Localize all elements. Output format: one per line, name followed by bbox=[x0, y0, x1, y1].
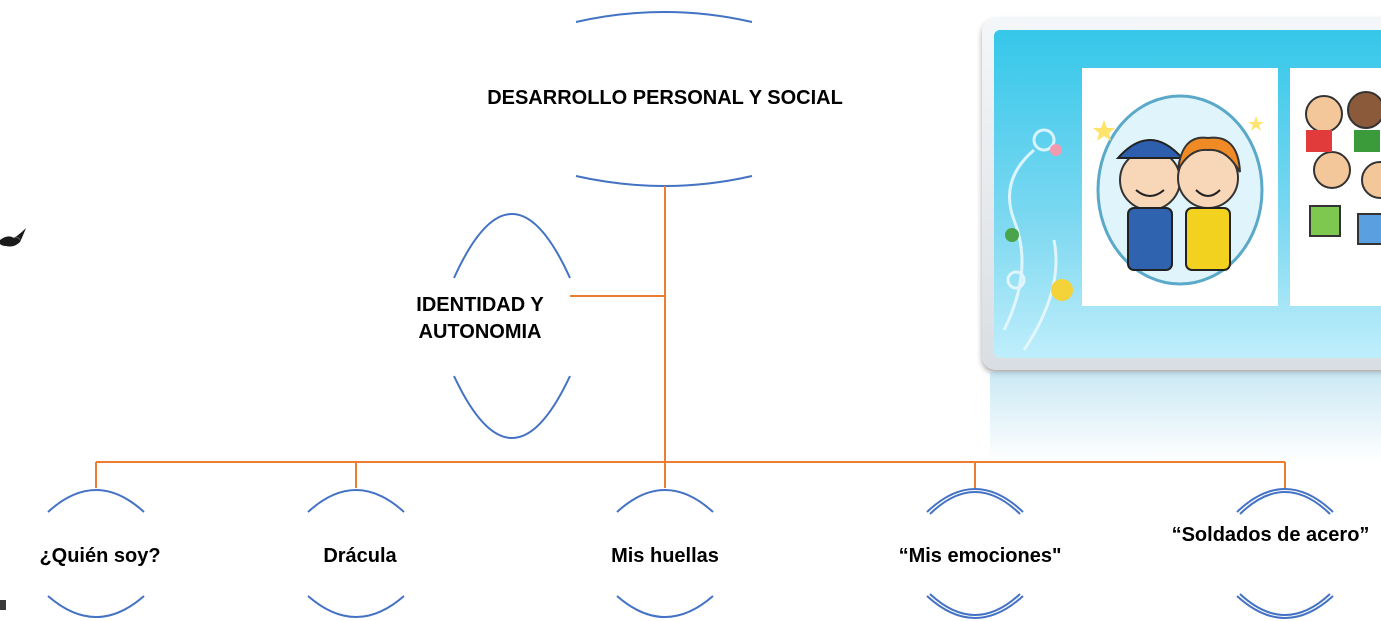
corner-fragment bbox=[0, 600, 6, 610]
activity-label-quien-soy: ¿Quién soy? bbox=[39, 545, 161, 567]
activity-label-mis-emociones: “Mis emociones" bbox=[898, 545, 1062, 567]
bird-fragment-icon bbox=[0, 228, 26, 247]
activity-4-bottom-arc-inner bbox=[1239, 593, 1331, 616]
activity-4-top-arc-inner bbox=[1239, 491, 1331, 515]
branch-node-label-line2: AUTONOMIA bbox=[418, 321, 542, 343]
activity-4-bottom-arc bbox=[1236, 595, 1334, 619]
activity-label-mis-huellas: Mis huellas bbox=[611, 545, 719, 567]
activity-3-bottom-arc-inner bbox=[929, 593, 1021, 616]
connector-lines bbox=[95, 186, 1286, 488]
root-bottom-arc bbox=[575, 175, 753, 187]
root-node-label: DESARROLLO PERSONAL Y SOCIAL bbox=[487, 87, 843, 109]
activity-0-top-arc bbox=[47, 489, 145, 513]
activity-3-top-arc bbox=[926, 488, 1024, 513]
activity-label-soldados-de-acero: “Soldados de acero” bbox=[1171, 524, 1370, 546]
picture-reflection bbox=[990, 372, 1381, 462]
root-top-arc bbox=[575, 11, 753, 23]
activity-2-bottom-arc bbox=[616, 595, 714, 618]
activity-node-shapes bbox=[47, 488, 1334, 619]
activity-label-dracula: Drácula bbox=[323, 545, 397, 567]
activity-4-top-arc bbox=[1236, 488, 1334, 513]
picture-art bbox=[1002, 68, 1381, 351]
children-cartoon-picture bbox=[982, 18, 1381, 370]
branch-node-shape bbox=[453, 213, 571, 439]
picture-background bbox=[994, 30, 1381, 358]
activity-3-bottom-arc bbox=[926, 595, 1024, 619]
branch-node-label: IDENTIDAD Y AUTONOMIA bbox=[380, 292, 580, 346]
activity-0-bottom-arc bbox=[47, 595, 145, 618]
activity-1-bottom-arc bbox=[307, 595, 405, 618]
branch-node-label-line1: IDENTIDAD Y bbox=[416, 294, 544, 316]
activity-2-top-arc bbox=[616, 489, 714, 513]
branch-bottom-arc bbox=[453, 375, 571, 439]
activity-3-top-arc-inner bbox=[929, 491, 1021, 515]
activity-1-top-arc bbox=[307, 489, 405, 513]
branch-top-arc bbox=[453, 213, 571, 279]
